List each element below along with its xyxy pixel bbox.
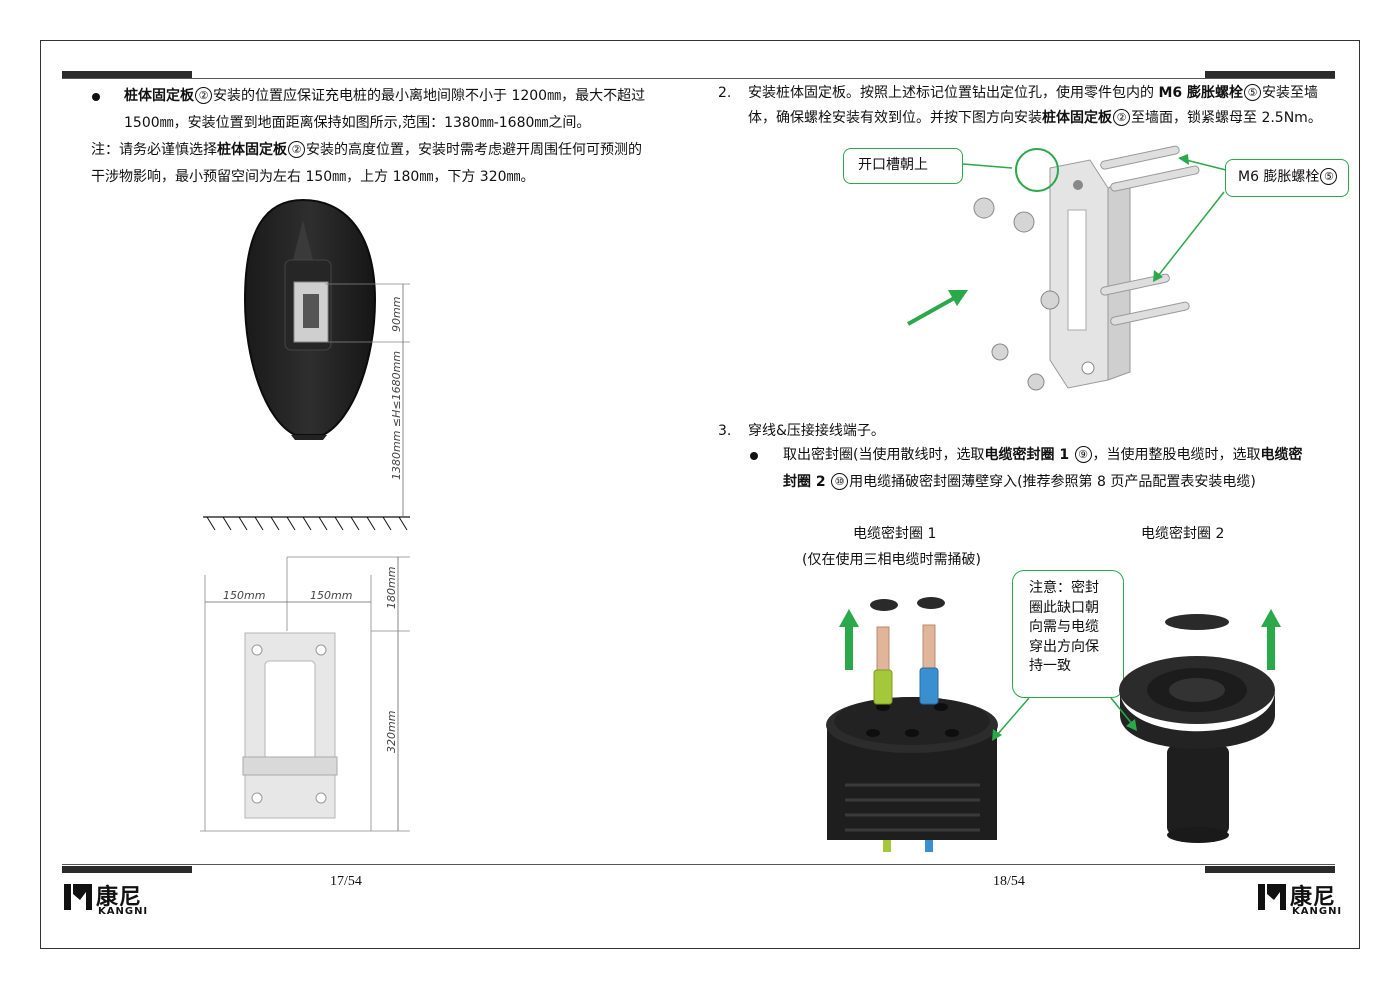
brand-name-en: KANGNI	[1292, 906, 1343, 917]
plate-name: 桩体固定板	[1042, 110, 1112, 126]
step2-text: 安装桩体固定板。按照上述标记位置钻出定位孔，使用零件包内的	[748, 85, 1159, 101]
step2-text: 体，确保螺栓安装有效到位。并按下图方向安装	[748, 110, 1042, 126]
callout-slot-up: 开口槽朝上	[843, 148, 963, 184]
cable-seals-diagram	[826, 597, 1281, 852]
note-line: 注意：密封	[1029, 580, 1099, 596]
mounting-bracket	[1049, 159, 1131, 389]
part-number-badge: ②	[288, 141, 305, 158]
header-rule	[62, 78, 1335, 79]
step2-number: 2.	[718, 85, 732, 101]
header-bar-right	[1205, 71, 1335, 78]
bullet-text: 安装的位置应保证充电桩的最小离地间隙不小于 1200㎜，最大不超过	[213, 88, 646, 104]
slot-highlight-circle	[1015, 148, 1059, 192]
note-line: 圈此缺口朝	[1029, 599, 1099, 616]
seal-name: 电缆密	[1260, 447, 1303, 463]
step3-number: 3.	[718, 423, 732, 439]
charger-height-diagram: 90mm 1380mm ≤H≤1680mm	[203, 198, 410, 531]
part-number-badge: ⑤	[1320, 168, 1338, 185]
dim-150-left-label: 150mm	[223, 589, 265, 602]
spread-frame	[40, 40, 1360, 949]
left-note-line-2: 干涉物影响，最小预留空间为左右 150㎜，上方 180㎜，下方 320㎜。	[91, 169, 535, 185]
seal1-label: 电缆密封圈 1	[853, 526, 937, 542]
bullet-dot	[92, 93, 100, 101]
seal2-label: 电缆密封圈 2	[1141, 526, 1225, 542]
wires	[873, 624, 939, 852]
page-number-right: 18/54	[993, 874, 1025, 889]
note-line: 穿出方向保	[1029, 638, 1099, 655]
dim-height-label: 1380mm ≤H≤1680mm	[390, 351, 403, 480]
left-bullet-line-2: 1500㎜，安装位置到地面距离保持如图所示,范围：1380㎜-1680㎜之间。	[124, 115, 591, 131]
brand-logo-right: 康尼 KANGNI	[1256, 882, 1366, 922]
seal1-sublabel: (仅在使用三相电缆时需捅破)	[802, 552, 981, 568]
brand-name-en: KANGNI	[98, 906, 149, 917]
bracket-install-diagram	[907, 145, 1227, 391]
plate-name: 桩体固定板	[217, 142, 287, 158]
plate-name: 桩体固定板	[124, 88, 194, 104]
cable-direction-arrow	[839, 609, 1281, 670]
footer-bar-left	[62, 866, 192, 873]
seal-name: 电缆密封圈 1	[984, 447, 1070, 463]
clearance-diagram: 150mm 150mm 180mm 320mm	[200, 556, 410, 832]
knockout-cap	[917, 597, 945, 609]
dim-320-label: 320mm	[385, 711, 398, 753]
brand-logo-left: 康尼 KANGNI	[62, 882, 172, 922]
footer-bar-right	[1205, 866, 1335, 873]
step3-text: 取出密封圈(当使用散线时，选取	[783, 447, 985, 463]
footer-rule	[62, 864, 1335, 865]
kangni-logo-icon	[1258, 884, 1286, 910]
step3-text: 用电缆捅破密封圈薄壁穿入(推荐参照第 8 页产品配置表安装电缆)	[849, 474, 1256, 490]
charger-cone	[293, 220, 313, 260]
step3-bullet-line-1: 取出密封圈(当使用散线时，选取电缆密封圈 1 ⑨，当使用整股电缆时，选取电缆密	[783, 442, 1303, 469]
dim-150-right-label: 150mm	[310, 589, 352, 602]
ground-hatch	[206, 516, 408, 531]
brand-name-cn: 康尼	[96, 885, 143, 910]
note-prefix: 注：请务必谨慎选择	[91, 142, 217, 158]
expansion-bolts	[1100, 145, 1200, 326]
kangni-logo-icon	[64, 884, 92, 910]
cable-seal-2	[1119, 656, 1275, 843]
step3-title: 穿线&压接接线端子。	[748, 423, 885, 439]
page-number-left: 17/54	[330, 874, 362, 889]
dim-180-label: 180mm	[385, 567, 398, 609]
cable-seal-1	[826, 697, 998, 840]
knockout-cap	[870, 599, 898, 611]
seal-notch-note-callout: 注意：密封 圈此缺口朝 向需与电缆 穿出方向保 持一致	[1012, 570, 1124, 698]
part-number-badge: ⑨	[1074, 446, 1092, 463]
header-bar-left	[62, 71, 192, 78]
bolt-name: M6 膨胀螺栓	[1158, 85, 1243, 101]
lock-nuts	[973, 197, 1060, 391]
part-number-badge: ②	[195, 87, 212, 104]
note-leaders	[992, 697, 1137, 741]
install-direction-arrow	[907, 290, 968, 326]
step2-text: 安装至墙	[1262, 85, 1318, 101]
seal-name: 封圈 2	[783, 474, 826, 490]
dim-90-label: 90mm	[390, 297, 403, 332]
mounting-plate-front	[242, 632, 338, 819]
step2-text: 至墙面，锁紧螺母至 2.5Nm。	[1131, 110, 1322, 126]
knockout-cap	[1165, 614, 1229, 630]
part-number-badge: ⑩	[831, 473, 849, 490]
callout-leaders	[962, 154, 1227, 282]
note-line: 持一致	[1029, 658, 1071, 674]
step3-text: ，当使用整股电缆时，选取	[1092, 447, 1261, 463]
bullet-dot	[750, 452, 758, 460]
bolt-label: M6 膨胀螺栓	[1238, 169, 1320, 185]
note-line: 向需与电缆	[1029, 619, 1099, 635]
note-text: 安装的高度位置，安装时需考虑避开周围任何可预测的	[306, 142, 642, 158]
part-number-badge: ②	[1113, 109, 1130, 126]
part-number-badge: ⑤	[1244, 84, 1261, 101]
brand-name-cn: 康尼	[1290, 885, 1337, 910]
